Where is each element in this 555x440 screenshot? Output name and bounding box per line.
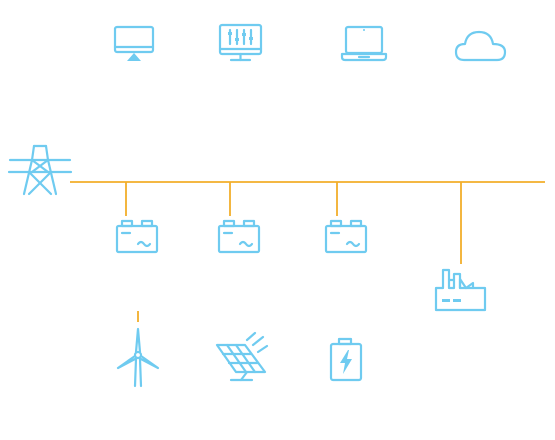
wind-turbine-icon: [116, 327, 160, 388]
inverter-icon: [324, 219, 368, 254]
inverter-icon: [115, 219, 159, 254]
factory-icon: [434, 268, 487, 312]
cloud-icon: [454, 30, 507, 62]
laptop-icon: [340, 25, 388, 62]
inverter-icon: [217, 219, 261, 254]
transmission-tower-icon: [7, 144, 73, 196]
power-bus: [70, 181, 545, 322]
battery-icon: [329, 337, 363, 382]
solar-panel-icon: [215, 331, 269, 382]
control-panel-icon: [218, 23, 263, 62]
monitor-icon: [113, 25, 155, 61]
